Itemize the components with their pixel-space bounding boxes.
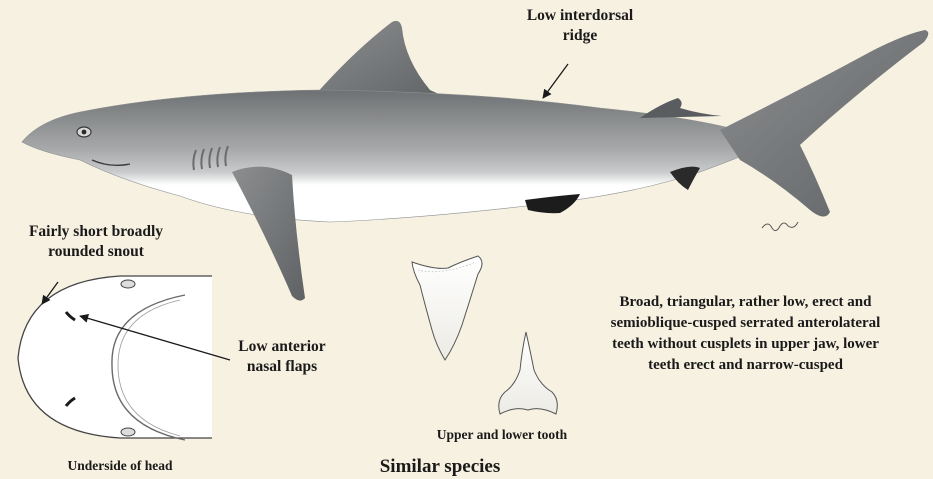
head-caption: Underside of head	[35, 457, 205, 474]
tooth-caption: Upper and lower tooth	[402, 426, 602, 443]
teeth-illustration	[412, 256, 557, 414]
upper-tooth	[412, 256, 482, 360]
snout-label: Fairly short broadly rounded snout	[0, 222, 192, 262]
head-underside-diagram	[18, 276, 212, 440]
second-dorsal-fin	[640, 98, 722, 118]
interdorsal-ridge-label: Low interdorsal ridge	[505, 6, 655, 46]
underside-eye-top	[121, 280, 135, 288]
head-outline	[18, 276, 212, 438]
interdorsal-ridge-arrow	[543, 64, 568, 98]
lower-tooth	[499, 332, 558, 414]
teeth-description: Broad, triangular, rather low, erect and…	[558, 292, 933, 376]
caudal-fin	[720, 30, 928, 217]
similar-species-heading: Similar species	[330, 456, 550, 478]
underside-eye-bottom	[121, 428, 135, 436]
artist-signature	[762, 222, 798, 231]
first-dorsal-fin	[315, 21, 452, 100]
nasal-flaps-label: Low anterior nasal flaps	[212, 337, 352, 377]
